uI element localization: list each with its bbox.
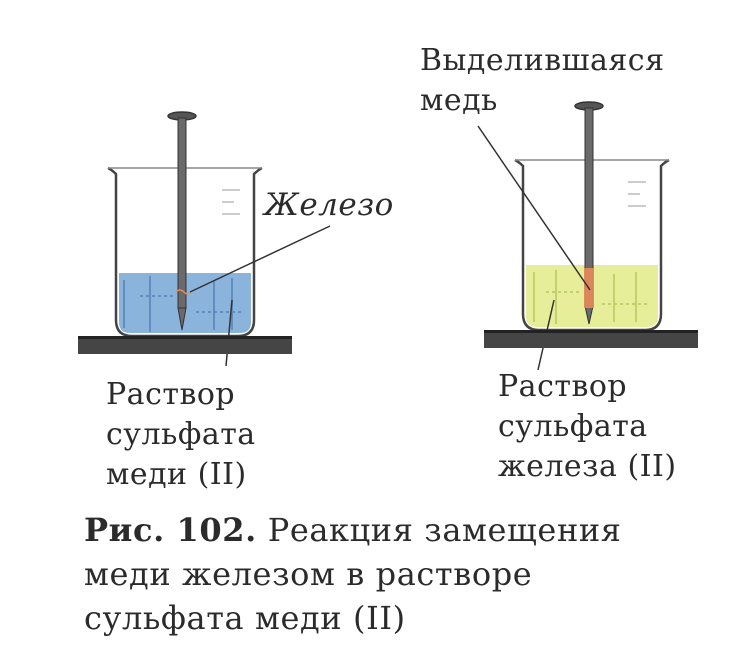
figure-caption: Рис. 102. Реакция замещения меди железом…: [84, 508, 724, 640]
right-solution-label-line2: сульфата: [498, 409, 648, 444]
right-stand: [484, 332, 698, 348]
left-solution-label-line1: Раствор: [106, 377, 236, 412]
left-stand: [78, 338, 292, 354]
caption-line1: Рис. 102. Реакция замещения: [84, 508, 724, 552]
left-solution-label-line3: меди (II): [106, 457, 247, 492]
right-solution-texture: [533, 270, 650, 324]
caption-text-line1: Реакция замещения: [267, 511, 622, 549]
caption-number: Рис. 102.: [84, 511, 257, 549]
left-solution-leader: [225, 299, 233, 367]
right-solution-label-line3: железа (II): [498, 449, 677, 484]
caption-text-line2: меди железом в растворе: [84, 555, 533, 593]
right-solution-label-line1: Раствор: [498, 369, 628, 404]
copper-leader: [477, 125, 591, 291]
copper-label-line1: Выделившаяся: [420, 43, 665, 78]
right-setup: [477, 101, 698, 371]
iron-leader: [189, 225, 331, 293]
copper-label-line2: медь: [420, 83, 498, 118]
caption-text-line3: сульфата меди (II): [84, 599, 406, 637]
left-solution-label-line2: сульфата: [106, 417, 256, 452]
left-setup: [78, 111, 331, 367]
iron-label: Железо: [264, 187, 394, 223]
left-iron-nail: [167, 111, 197, 331]
